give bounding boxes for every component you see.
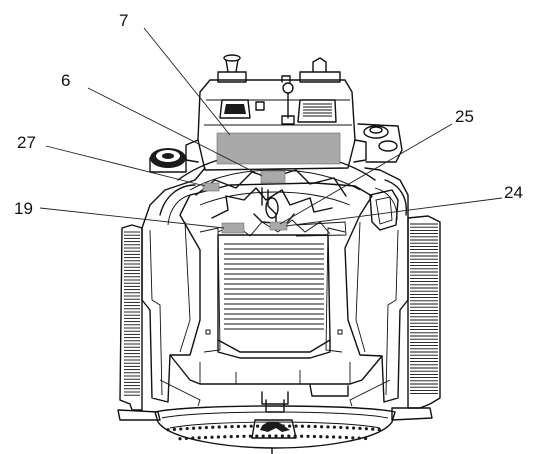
callout-6: 6 (61, 71, 70, 90)
leader-24 (285, 197, 503, 227)
callout-25: 25 (455, 107, 474, 126)
machine-body (141, 151, 409, 403)
decal-25 (269, 221, 288, 231)
callout-24: 24 (504, 183, 523, 202)
central-starburst (195, 169, 347, 237)
footplate (154, 399, 396, 454)
right-knobs (357, 123, 403, 163)
decal-7 (216, 132, 341, 165)
leader-19 (39, 207, 225, 229)
leader-25 (279, 123, 453, 225)
leader-27 (45, 145, 206, 187)
callout-19: 19 (14, 199, 33, 218)
left-gear (149, 148, 187, 173)
callout-labels: 7 6 25 27 24 19 (14, 11, 523, 218)
leader-lines (39, 27, 503, 229)
callout-7: 7 (119, 11, 128, 30)
decal-27 (202, 182, 220, 192)
front-apron (159, 354, 391, 407)
leader-6 (87, 87, 263, 177)
leader-7 (143, 27, 231, 136)
control-console (185, 54, 367, 171)
right-track (391, 215, 441, 421)
decal-6 (260, 170, 286, 184)
left-track (117, 224, 161, 421)
decal-19 (221, 222, 245, 234)
callout-27: 27 (17, 133, 36, 152)
radiator-grille (205, 221, 347, 359)
